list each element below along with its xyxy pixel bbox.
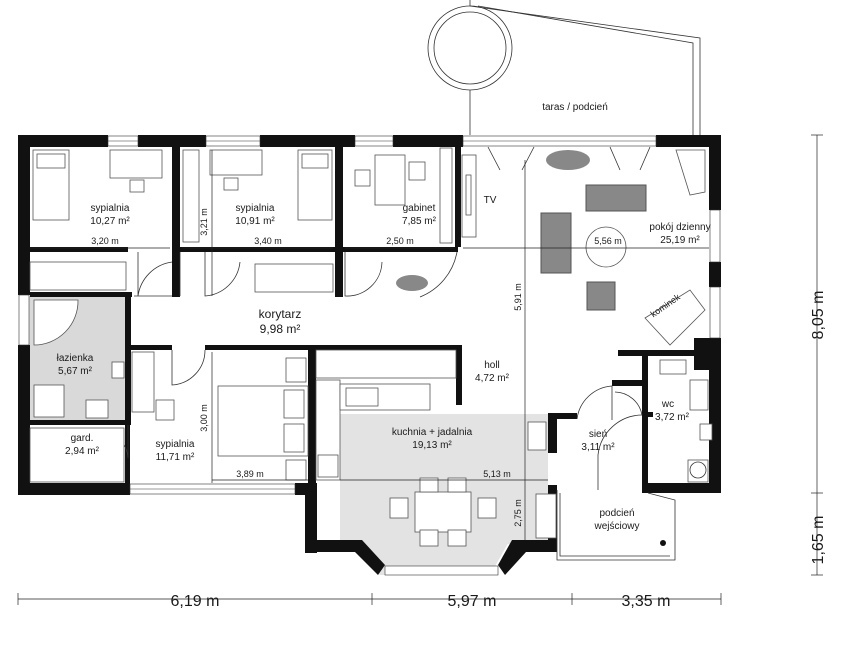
- area-holl: 4,72 m²: [475, 373, 510, 384]
- outer-dim-right-1: 8,05 m: [810, 291, 827, 340]
- label-sypialnia-1: sypialnia: [91, 203, 130, 214]
- outer-dimensions: 6,19 m 5,97 m 3,35 m 8,05 m 1,65 m: [171, 291, 827, 610]
- walls: [18, 135, 721, 575]
- width-sypialnia-3: 3,89 m: [236, 469, 264, 479]
- label-wc: wc: [661, 399, 674, 410]
- width-sypialnia-2: 3,40 m: [254, 236, 282, 246]
- area-sypialnia-2: 10,91 m²: [235, 216, 275, 227]
- width-sypialnia-1: 3,20 m: [91, 236, 119, 246]
- area-sien: 3,11 m²: [581, 442, 615, 453]
- label-sypialnia-3: sypialnia: [156, 439, 195, 450]
- outer-dim-bottom-3: 3,35 m: [622, 593, 671, 610]
- label-korytarz: korytarz: [259, 307, 302, 321]
- label-gabinet: gabinet: [403, 203, 436, 214]
- label-holl: holl: [484, 360, 500, 371]
- label-sien: sień: [589, 429, 607, 440]
- area-kuchnia: 19,13 m²: [412, 440, 452, 451]
- furniture: [29, 147, 713, 561]
- label-lazienka: łazienka: [57, 353, 94, 364]
- width-kuchnia: 5,13 m: [483, 469, 511, 479]
- label-sypialnia-2: sypialnia: [236, 203, 275, 214]
- outer-dim-bottom-1: 6,19 m: [171, 593, 220, 610]
- area-gard: 2,94 m²: [65, 446, 100, 457]
- area-gabinet: 7,85 m²: [402, 216, 437, 227]
- area-sypialnia-3: 11,71 m²: [156, 452, 195, 463]
- label-podcien-2: wejściowy: [593, 521, 639, 532]
- depth-sypialnia-3: 3,00 m: [199, 404, 209, 432]
- area-korytarz: 9,98 m²: [260, 322, 301, 336]
- label-gard: gard.: [71, 433, 94, 444]
- depth-holl: 5,91 m: [513, 283, 523, 311]
- label-tv: TV: [484, 195, 497, 206]
- area-pokoj: 25,19 m²: [660, 235, 700, 246]
- room-labels: taras / podcień sypialnia 10,27 m² 3,20 …: [57, 102, 711, 532]
- depth-sypialnia-2: 3,21 m: [199, 208, 209, 236]
- outer-dim-bottom-2: 5,97 m: [448, 593, 497, 610]
- terrace: [427, 0, 701, 135]
- area-wc: 3,72 m²: [655, 412, 690, 423]
- windows: [18, 135, 721, 576]
- width-gabinet: 2,50 m: [386, 236, 414, 246]
- label-kuchnia: kuchnia + jadalnia: [392, 427, 473, 438]
- area-lazienka: 5,67 m²: [58, 366, 93, 377]
- label-podcien: podcień: [599, 508, 634, 519]
- outer-dim-right-2: 1,65 m: [810, 516, 827, 565]
- depth-kuchnia: 2,75 m: [513, 499, 523, 527]
- label-taras: taras / podcień: [542, 102, 608, 113]
- dim-pokoj: 5,56 m: [594, 236, 622, 246]
- label-pokoj: pokój dzienny: [649, 222, 710, 233]
- area-sypialnia-1: 10,27 m²: [90, 216, 130, 227]
